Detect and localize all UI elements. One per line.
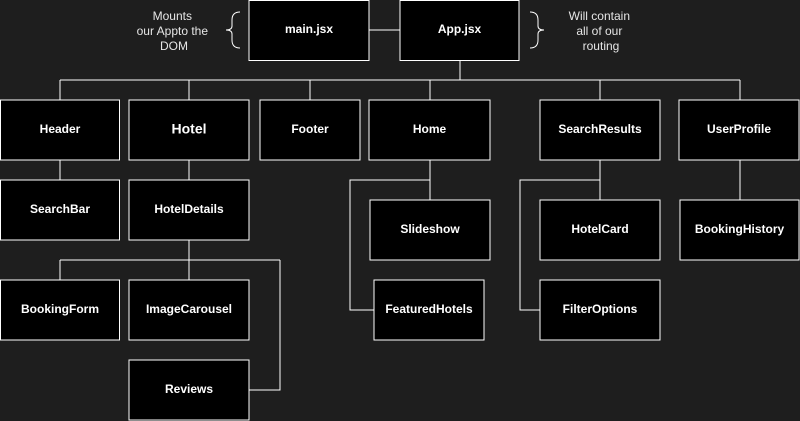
svg-text:UserProfile: UserProfile: [707, 122, 771, 136]
node-featured-hotels: FeaturedHotels: [373, 279, 485, 341]
node-slideshow: Slideshow: [369, 199, 491, 261]
svg-text:HotelCard: HotelCard: [571, 222, 628, 236]
svg-text:main.jsx: main.jsx: [285, 22, 333, 36]
node-header: Header: [0, 99, 120, 161]
node-search-results: SearchResults: [539, 99, 661, 161]
edge-home-children: [349, 160, 431, 311]
node-user-profile: UserProfile: [678, 99, 800, 161]
left-brace: [225, 11, 241, 49]
svg-text:FeaturedHotels: FeaturedHotels: [385, 302, 473, 316]
svg-text:BookingForm: BookingForm: [21, 302, 99, 316]
right-brace: [529, 11, 545, 49]
svg-text:BookingHistory: BookingHistory: [695, 222, 785, 236]
node-main-jsx: main.jsx: [248, 0, 370, 61]
edge-hoteldetails-children: [59, 240, 281, 391]
svg-text:FilterOptions: FilterOptions: [563, 302, 638, 316]
node-search-bar: SearchBar: [0, 179, 120, 241]
node-app-jsx: App.jsx: [399, 0, 520, 61]
svg-text:Reviews: Reviews: [165, 382, 213, 396]
node-hotel-details: HotelDetails: [128, 179, 250, 241]
node-hotel-card: HotelCard: [539, 199, 661, 261]
svg-text:App.jsx: App.jsx: [438, 22, 482, 36]
edge-searchresults-children: [519, 160, 601, 311]
node-footer: Footer: [259, 99, 361, 161]
svg-text:HotelDetails: HotelDetails: [154, 202, 224, 216]
svg-text:Footer: Footer: [291, 122, 329, 136]
svg-text:Home: Home: [413, 122, 447, 136]
svg-text:Hotel: Hotel: [172, 121, 207, 137]
svg-text:Slideshow: Slideshow: [400, 222, 460, 236]
node-hotel: Hotel: [128, 99, 250, 161]
node-booking-form: BookingForm: [0, 279, 120, 341]
svg-text:Header: Header: [40, 122, 81, 136]
node-home: Home: [368, 99, 491, 161]
node-image-carousel: ImageCarousel: [128, 279, 250, 341]
svg-text:ImageCarousel: ImageCarousel: [146, 302, 232, 316]
svg-text:SearchBar: SearchBar: [30, 202, 90, 216]
connectors: [59, 29, 741, 391]
node-booking-history: BookingHistory: [679, 199, 800, 261]
node-reviews: Reviews: [128, 359, 250, 421]
app-note: Will contain all of our routing: [569, 9, 634, 53]
node-filter-options: FilterOptions: [539, 279, 661, 341]
svg-text:SearchResults: SearchResults: [558, 122, 642, 136]
main-note: Mounts our Appto the DOM: [137, 9, 212, 53]
edge-app-bus: [59, 60, 741, 100]
